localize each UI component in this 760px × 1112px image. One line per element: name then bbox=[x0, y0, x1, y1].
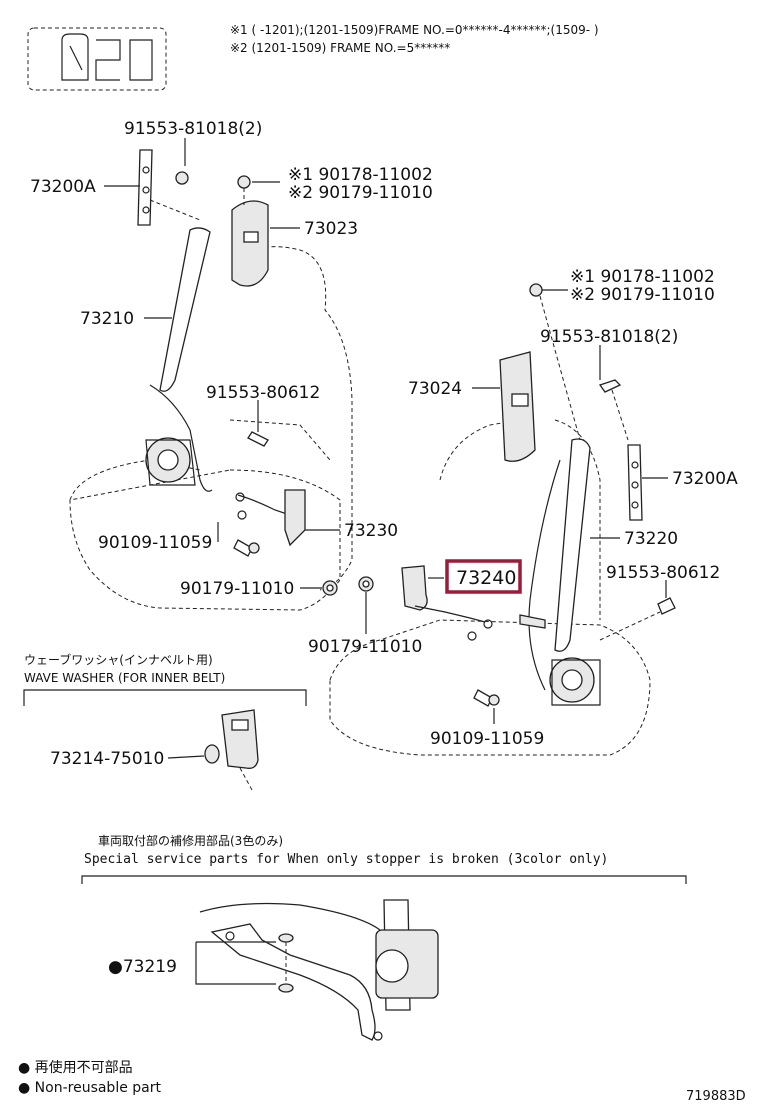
label-90179-left-bottom: 90179-11010 bbox=[180, 579, 294, 599]
belt-73220 bbox=[519, 438, 601, 706]
label-73214-75010: 73214-75010 bbox=[50, 749, 164, 769]
label-91553-80612-left: 91553-80612 bbox=[206, 383, 320, 403]
leader-lines bbox=[104, 138, 668, 724]
highlight-box-73240 bbox=[445, 559, 522, 594]
left-seat-outline bbox=[69, 246, 353, 611]
seat-icon bbox=[27, 27, 167, 91]
bolt-91553-80612-left bbox=[229, 419, 331, 461]
nut-90179-left bbox=[322, 580, 338, 596]
label-73024: 73024 bbox=[408, 379, 462, 399]
special-parts-en: Special service parts for When only stop… bbox=[84, 852, 608, 867]
label-73240[interactable]: 73240 bbox=[456, 567, 516, 589]
wave-washer-section: ウェーブワッシャ(インナベルト用) WAVE WASHER (FOR INNER… bbox=[23, 652, 307, 791]
label-90179-right-top: ※2 90179-11010 bbox=[570, 285, 715, 305]
label-73200A-right: 73200A bbox=[672, 469, 738, 489]
adjuster-73200A-left bbox=[137, 149, 201, 226]
label-73219: ●73219 bbox=[108, 957, 177, 977]
bolt-90109-right bbox=[473, 689, 500, 707]
wave-washer-icon bbox=[204, 744, 220, 764]
legend-en: ● Non-reusable part bbox=[18, 1080, 161, 1096]
label-91553-80612-right: 91553-80612 bbox=[606, 563, 720, 583]
label-90179-center: 90179-11010 bbox=[308, 637, 422, 657]
nut-90179-center bbox=[358, 576, 374, 592]
cover-73024 bbox=[499, 351, 536, 462]
special-parts-section: 車両取付部の補修用部品(3色のみ) Special service parts … bbox=[81, 833, 687, 1041]
special-parts-jp: 車両取付部の補修用部品(3色のみ) bbox=[98, 833, 283, 848]
label-90109-left: 90109-11059 bbox=[98, 533, 212, 553]
label-73220: 73220 bbox=[624, 529, 678, 549]
label-90179-left-top: ※2 90179-11010 bbox=[288, 183, 433, 203]
wave-washer-jp: ウェーブワッシャ(インナベルト用) bbox=[24, 652, 213, 667]
label-90109-right: 90109-11059 bbox=[430, 729, 544, 749]
bolt-90109-left bbox=[233, 539, 260, 557]
label-73210: 73210 bbox=[80, 309, 134, 329]
label-90178-left: ※1 90178-11002 bbox=[288, 165, 433, 185]
adjuster-73200A-right bbox=[529, 283, 643, 521]
buckle-73230 bbox=[235, 489, 306, 547]
label-91553-81018-right: 91553-81018(2) bbox=[540, 327, 678, 347]
header-note-2: ※2 (1201-1509) FRAME NO.=5****** bbox=[230, 41, 450, 55]
label-73200A-left: 73200A bbox=[30, 177, 96, 197]
belt-73210 bbox=[145, 227, 213, 492]
label-90178-right: ※1 90178-11002 bbox=[570, 267, 715, 287]
diagram-code: 719883D bbox=[686, 1089, 746, 1104]
legend-jp: ● 再使用不可部品 bbox=[18, 1059, 133, 1076]
label-73023: 73023 bbox=[304, 219, 358, 239]
bolt-91553-80612-right bbox=[599, 597, 676, 641]
cover-73023 bbox=[231, 175, 269, 287]
buckle-73240 bbox=[401, 565, 493, 641]
right-seat-outline bbox=[329, 419, 651, 756]
wave-washer-en: WAVE WASHER (FOR INNER BELT) bbox=[24, 671, 225, 685]
label-91553-81018-left: 91553-81018(2) bbox=[124, 119, 262, 139]
label-73230: 73230 bbox=[344, 521, 398, 541]
header-note-1: ※1 ( -1201);(1201-1509)FRAME NO.=0******… bbox=[230, 23, 599, 37]
